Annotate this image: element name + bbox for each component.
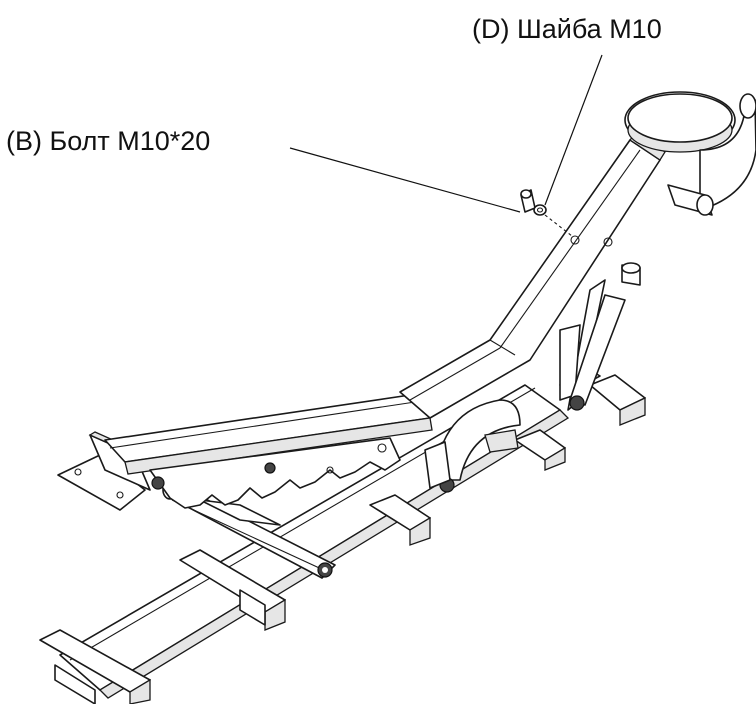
seat-pad: [624, 91, 736, 153]
main-frame-lower: [104, 394, 433, 475]
slider-tube: [162, 480, 336, 579]
washer-callout-label: (D) Шайба M10: [472, 14, 662, 44]
support-struts: [559, 262, 641, 411]
washer-leader-line: [544, 54, 603, 206]
handle-bar: [667, 93, 756, 216]
bolt-leader-line: [289, 147, 521, 213]
pivot-arc: [424, 399, 521, 493]
adjustment-plate: [149, 437, 401, 509]
bolt-callout-label: (B) Болт M10*20: [6, 126, 211, 156]
bolt-washer-hardware: [520, 189, 573, 237]
